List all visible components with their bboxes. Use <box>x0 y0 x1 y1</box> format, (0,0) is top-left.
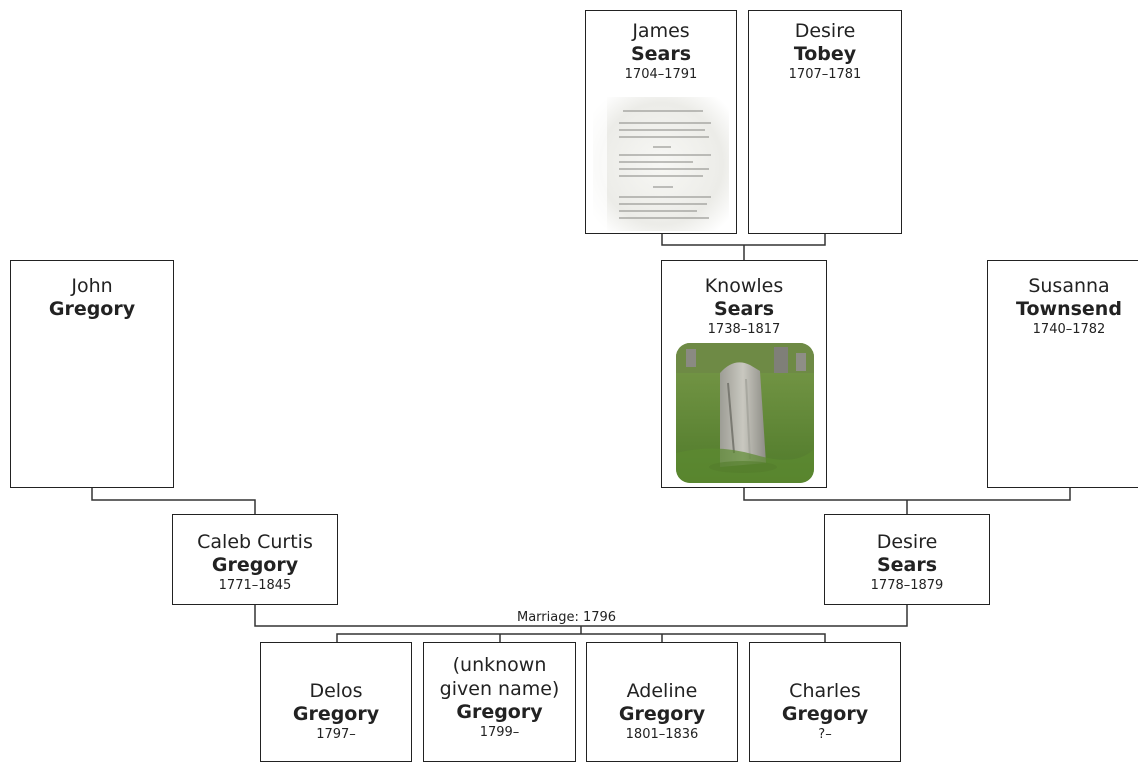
life-dates: 1778–1879 <box>870 578 944 593</box>
given-name: Susanna <box>1028 275 1110 297</box>
person-card-desire-tobey[interactable]: Desire Tobey 1707–1781 <box>748 10 902 234</box>
given-name: John <box>71 275 113 297</box>
life-dates: ?– <box>818 727 832 742</box>
gravestone-photo[interactable] <box>676 343 814 483</box>
person-card-caleb-curtis-gregory[interactable]: Caleb Curtis Gregory 1771–1845 <box>172 514 338 605</box>
person-card-unknown-gregory[interactable]: (unknown given name) Gregory 1799– <box>423 642 576 762</box>
document-photo[interactable] <box>593 97 729 231</box>
person-card-adeline-gregory[interactable]: Adeline Gregory 1801–1836 <box>586 642 738 762</box>
surname: Gregory <box>211 554 299 576</box>
life-dates: 1704–1791 <box>624 67 698 82</box>
given-name: Knowles <box>704 275 784 297</box>
person-card-desire-sears[interactable]: Desire Sears 1778–1879 <box>824 514 990 605</box>
person-card-knowles-sears[interactable]: Knowles Sears 1738–1817 <box>661 260 827 488</box>
life-dates: 1797– <box>316 727 356 742</box>
person-card-delos-gregory[interactable]: Delos Gregory 1797– <box>260 642 412 762</box>
person-card-john-gregory[interactable]: John Gregory <box>10 260 174 488</box>
given-name: Delos <box>309 680 363 702</box>
person-card-charles-gregory[interactable]: Charles Gregory ?– <box>749 642 901 762</box>
given-name: Desire <box>876 531 938 553</box>
person-card-susanna-townsend[interactable]: Susanna Townsend 1740–1782 <box>987 260 1138 488</box>
given-name: Caleb Curtis <box>197 531 313 553</box>
given-name: James <box>632 20 690 42</box>
surname: Gregory <box>48 298 136 320</box>
life-dates: 1801–1836 <box>625 727 699 742</box>
person-card-james-sears[interactable]: James Sears 1704–1791 <box>585 10 737 234</box>
surname: Sears <box>630 43 692 65</box>
given-name: Charles <box>789 680 861 702</box>
life-dates: 1799– <box>479 725 520 740</box>
surname: Gregory <box>618 703 706 725</box>
given-name: Desire <box>794 20 856 42</box>
surname: Gregory <box>292 703 380 725</box>
life-dates: 1738–1817 <box>707 322 781 337</box>
life-dates: 1771–1845 <box>218 578 292 593</box>
life-dates: 1740–1782 <box>1032 322 1106 337</box>
surname: Tobey <box>793 43 857 65</box>
surname: Sears <box>876 554 938 576</box>
life-dates: 1707–1781 <box>788 67 862 82</box>
given-name: (unknown given name) <box>439 654 560 700</box>
surname: Gregory <box>781 703 869 725</box>
surname: Gregory <box>456 701 543 723</box>
given-name: Adeline <box>626 680 698 702</box>
surname: Sears <box>713 298 775 320</box>
surname: Townsend <box>1016 298 1122 320</box>
marriage-label: Marriage: 1796 <box>516 610 618 625</box>
